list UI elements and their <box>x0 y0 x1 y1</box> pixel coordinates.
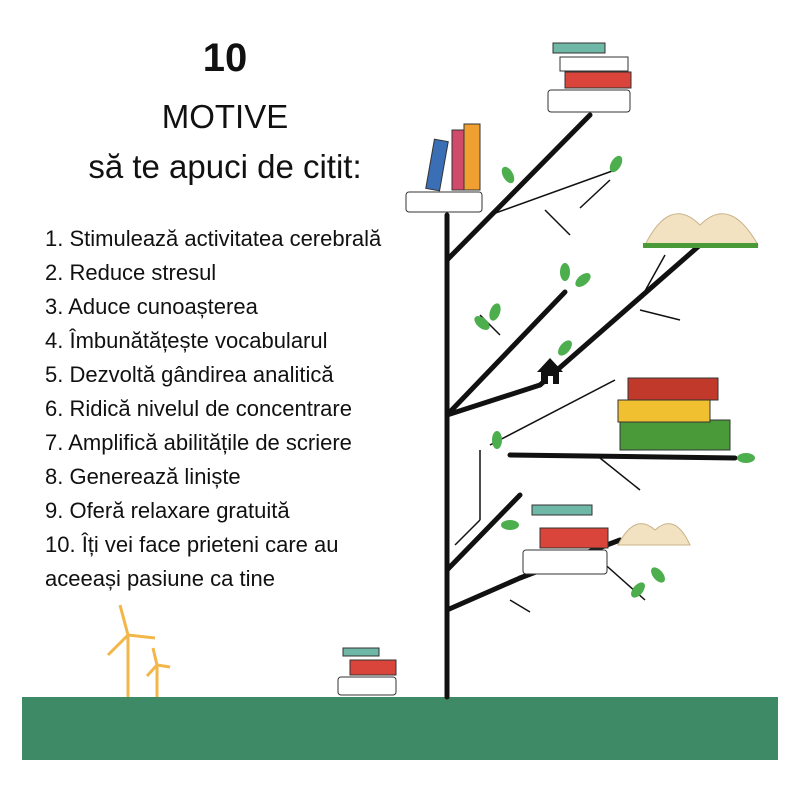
title-number: 10 <box>202 36 248 80</box>
tree-branches <box>444 112 738 700</box>
book-stack-icons <box>337 42 731 696</box>
list-item: 10. Îți vei face prieteni care au <box>45 532 339 557</box>
open-book-icons <box>617 213 759 546</box>
list-item: 4. Îmbunătățește vocabularul <box>45 328 328 353</box>
list-item: 3. Aduce cunoașterea <box>45 294 258 319</box>
wind-turbine-icon <box>106 604 171 697</box>
reasons-list: 1. Stimulează activitatea cerebrală 2. R… <box>45 222 381 596</box>
house-icon <box>537 358 563 384</box>
list-item: 1. Stimulează activitatea cerebrală <box>45 226 382 251</box>
list-item: 5. Dezvoltă gândirea analitică <box>45 362 334 387</box>
list-item: 7. Amplifică abilitățile de scriere <box>45 430 352 455</box>
list-item: 2. Reduce stresul <box>45 260 217 285</box>
list-item: aceeași pasiune ca tine <box>45 566 275 591</box>
list-item: 8. Generează liniște <box>45 464 241 489</box>
ground <box>22 697 778 760</box>
list-item: 9. Oferă relaxare gratuită <box>45 498 290 523</box>
leaf-icons <box>474 155 755 598</box>
list-item: 6. Ridică nivelul de concentrare <box>45 396 352 421</box>
title-main: MOTIVE <box>161 98 289 135</box>
title-subtitle: să te apuci de citit: <box>88 148 362 185</box>
